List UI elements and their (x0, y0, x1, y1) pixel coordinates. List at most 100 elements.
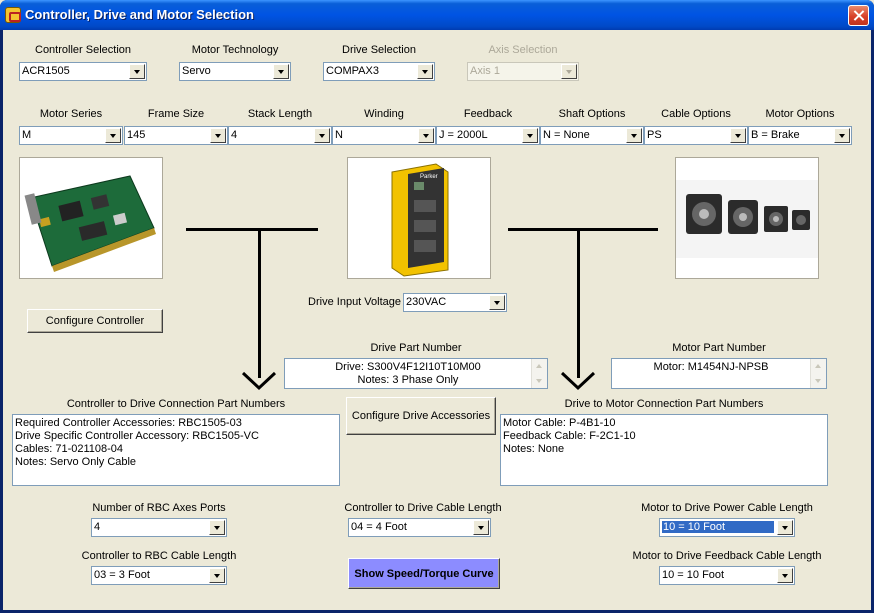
motor-series-value: M (22, 129, 32, 141)
feedback-label: Feedback (463, 108, 513, 120)
controller-to-rbc-cable-dropdown[interactable]: 03 = 3 Foot (91, 566, 227, 585)
chevron-down-icon[interactable] (777, 568, 793, 583)
show-speed-torque-curve-button[interactable]: Show Speed/Torque Curve (348, 558, 500, 589)
drive-to-motor-line: Feedback Cable: F-2C1-10 (503, 430, 636, 442)
stack-length-value: 4 (231, 129, 238, 141)
drive-selection-value: COMPAX3 (326, 65, 379, 77)
chevron-down-icon[interactable] (473, 520, 489, 535)
chevron-down-icon[interactable] (314, 128, 330, 143)
chevron-down-icon[interactable] (273, 64, 289, 79)
chevron-down-icon[interactable] (777, 520, 793, 535)
chevron-down-icon[interactable] (418, 128, 434, 143)
connector-line (577, 228, 580, 378)
cable-options-label: Cable Options (661, 108, 731, 120)
axis-selection-dropdown[interactable]: Axis 1 (467, 62, 579, 81)
motor-to-drive-feedback-cable-value: 10 = 10 Foot (662, 569, 725, 581)
controller-to-rbc-cable-value: 03 = 3 Foot (94, 569, 150, 581)
controller-to-drive-line: Required Controller Accessories: RBC1505… (15, 417, 242, 429)
drive-part-number-line: Notes: 3 Phase Only (357, 374, 459, 386)
controller-to-drive-connection-label: Controller to Drive Connection Part Numb… (66, 398, 286, 410)
drive-to-motor-connection-box[interactable]: Motor Cable: P-4B1-10 Feedback Cable: F-… (500, 414, 828, 486)
axis-selection-value: Axis 1 (470, 65, 500, 77)
feedback-dropdown[interactable]: J = 2000L (436, 126, 540, 145)
drive-selection-dropdown[interactable]: COMPAX3 (323, 62, 435, 81)
chevron-down-icon[interactable] (209, 520, 225, 535)
motor-technology-label: Motor Technology (191, 44, 279, 56)
scrollbar[interactable] (810, 359, 826, 388)
drive-part-number-label: Drive Part Number (370, 342, 462, 354)
motor-to-drive-feedback-cable-label: Motor to Drive Feedback Cable Length (632, 550, 822, 562)
feedback-value: J = 2000L (439, 129, 488, 141)
controller-to-drive-cable-label: Controller to Drive Cable Length (344, 502, 502, 514)
frame-size-value: 145 (127, 129, 146, 141)
motor-to-drive-feedback-cable-dropdown[interactable]: 10 = 10 Foot (659, 566, 795, 585)
controller-to-drive-cable-dropdown[interactable]: 04 = 4 Foot (348, 518, 491, 537)
winding-label: Winding (364, 108, 404, 120)
controller-to-drive-cable-value: 04 = 4 Foot (351, 521, 407, 533)
configure-drive-accessories-button[interactable]: Configure Drive Accessories (346, 397, 496, 435)
drive-to-motor-line: Motor Cable: P-4B1-10 (503, 417, 616, 429)
chevron-down-icon[interactable] (561, 64, 577, 79)
stack-length-label: Stack Length (247, 108, 313, 120)
chevron-down-icon[interactable] (129, 64, 145, 79)
controller-to-rbc-cable-label: Controller to RBC Cable Length (81, 550, 237, 562)
chevron-down-icon[interactable] (626, 128, 642, 143)
drive-input-voltage-dropdown[interactable]: 230VAC (403, 293, 507, 312)
drive-image: Parker (347, 157, 491, 279)
chevron-down-icon[interactable] (489, 295, 505, 310)
motor-series-dropdown[interactable]: M (19, 126, 123, 145)
drive-part-number-box[interactable]: Drive: S300V4F12I10T10M00 Notes: 3 Phase… (284, 358, 548, 389)
app-icon (5, 7, 21, 23)
motor-technology-value: Servo (182, 65, 211, 77)
chevron-down-icon[interactable] (730, 128, 746, 143)
winding-value: N (335, 129, 343, 141)
connector-line (508, 228, 658, 231)
chevron-down-icon[interactable] (522, 128, 538, 143)
motor-options-dropdown[interactable]: B = Brake (748, 126, 852, 145)
arrow-down-icon (241, 371, 277, 391)
rbc-axes-ports-dropdown[interactable]: 4 (91, 518, 227, 537)
shaft-options-dropdown[interactable]: N = None (540, 126, 644, 145)
cable-options-dropdown[interactable]: PS (644, 126, 748, 145)
drive-part-number-line: Drive: S300V4F12I10T10M00 (335, 361, 481, 373)
controller-to-drive-line: Cables: 71-021108-04 (15, 443, 124, 455)
motor-to-drive-power-cable-value: 10 = 10 Foot (661, 520, 775, 534)
frame-size-dropdown[interactable]: 145 (124, 126, 228, 145)
connector-line (186, 228, 318, 231)
svg-text:Parker: Parker (420, 174, 438, 180)
window-title: Controller, Drive and Motor Selection (25, 7, 254, 22)
stack-length-dropdown[interactable]: 4 (228, 126, 332, 145)
chevron-down-icon[interactable] (105, 128, 121, 143)
drive-to-motor-line: Notes: None (503, 443, 565, 455)
motor-technology-dropdown[interactable]: Servo (179, 62, 291, 81)
controller-to-drive-line: Notes: Servo Only Cable (15, 456, 137, 468)
rbc-axes-ports-label: Number of RBC Axes Ports (92, 502, 226, 514)
chevron-down-icon[interactable] (210, 128, 226, 143)
controller-to-drive-connection-box[interactable]: Required Controller Accessories: RBC1505… (12, 414, 340, 486)
close-button[interactable] (848, 5, 869, 26)
title-bar[interactable]: Controller, Drive and Motor Selection (0, 0, 874, 30)
motor-part-number-box[interactable]: Motor: M1454NJ-NPSB (611, 358, 827, 389)
winding-dropdown[interactable]: N (332, 126, 436, 145)
chevron-down-icon[interactable] (209, 568, 225, 583)
frame-size-label: Frame Size (147, 108, 205, 120)
motor-options-value: B = Brake (751, 129, 800, 141)
controller-selection-value: ACR1505 (22, 65, 70, 77)
drive-input-voltage-label: Drive Input Voltage (308, 296, 401, 308)
controller-selection-dropdown[interactable]: ACR1505 (19, 62, 147, 81)
configure-controller-button[interactable]: Configure Controller (27, 309, 163, 333)
connector-line (258, 228, 261, 378)
motor-to-drive-power-cable-dropdown[interactable]: 10 = 10 Foot (659, 518, 795, 537)
chevron-down-icon[interactable] (417, 64, 433, 79)
chevron-down-icon[interactable] (834, 128, 850, 143)
scrollbar[interactable] (531, 359, 547, 388)
dialog-body: Controller Selection ACR1505 Motor Techn… (3, 30, 871, 610)
configure-drive-accessories-label: Configure Drive Accessories (351, 410, 491, 422)
motor-to-drive-power-cable-label: Motor to Drive Power Cable Length (641, 502, 813, 514)
motor-image (675, 157, 819, 279)
controller-to-drive-line: Drive Specific Controller Accessory: RBC… (15, 430, 259, 442)
motor-part-number-label: Motor Part Number (672, 342, 766, 354)
drive-input-voltage-value: 230VAC (406, 296, 447, 308)
cable-options-value: PS (647, 129, 662, 141)
